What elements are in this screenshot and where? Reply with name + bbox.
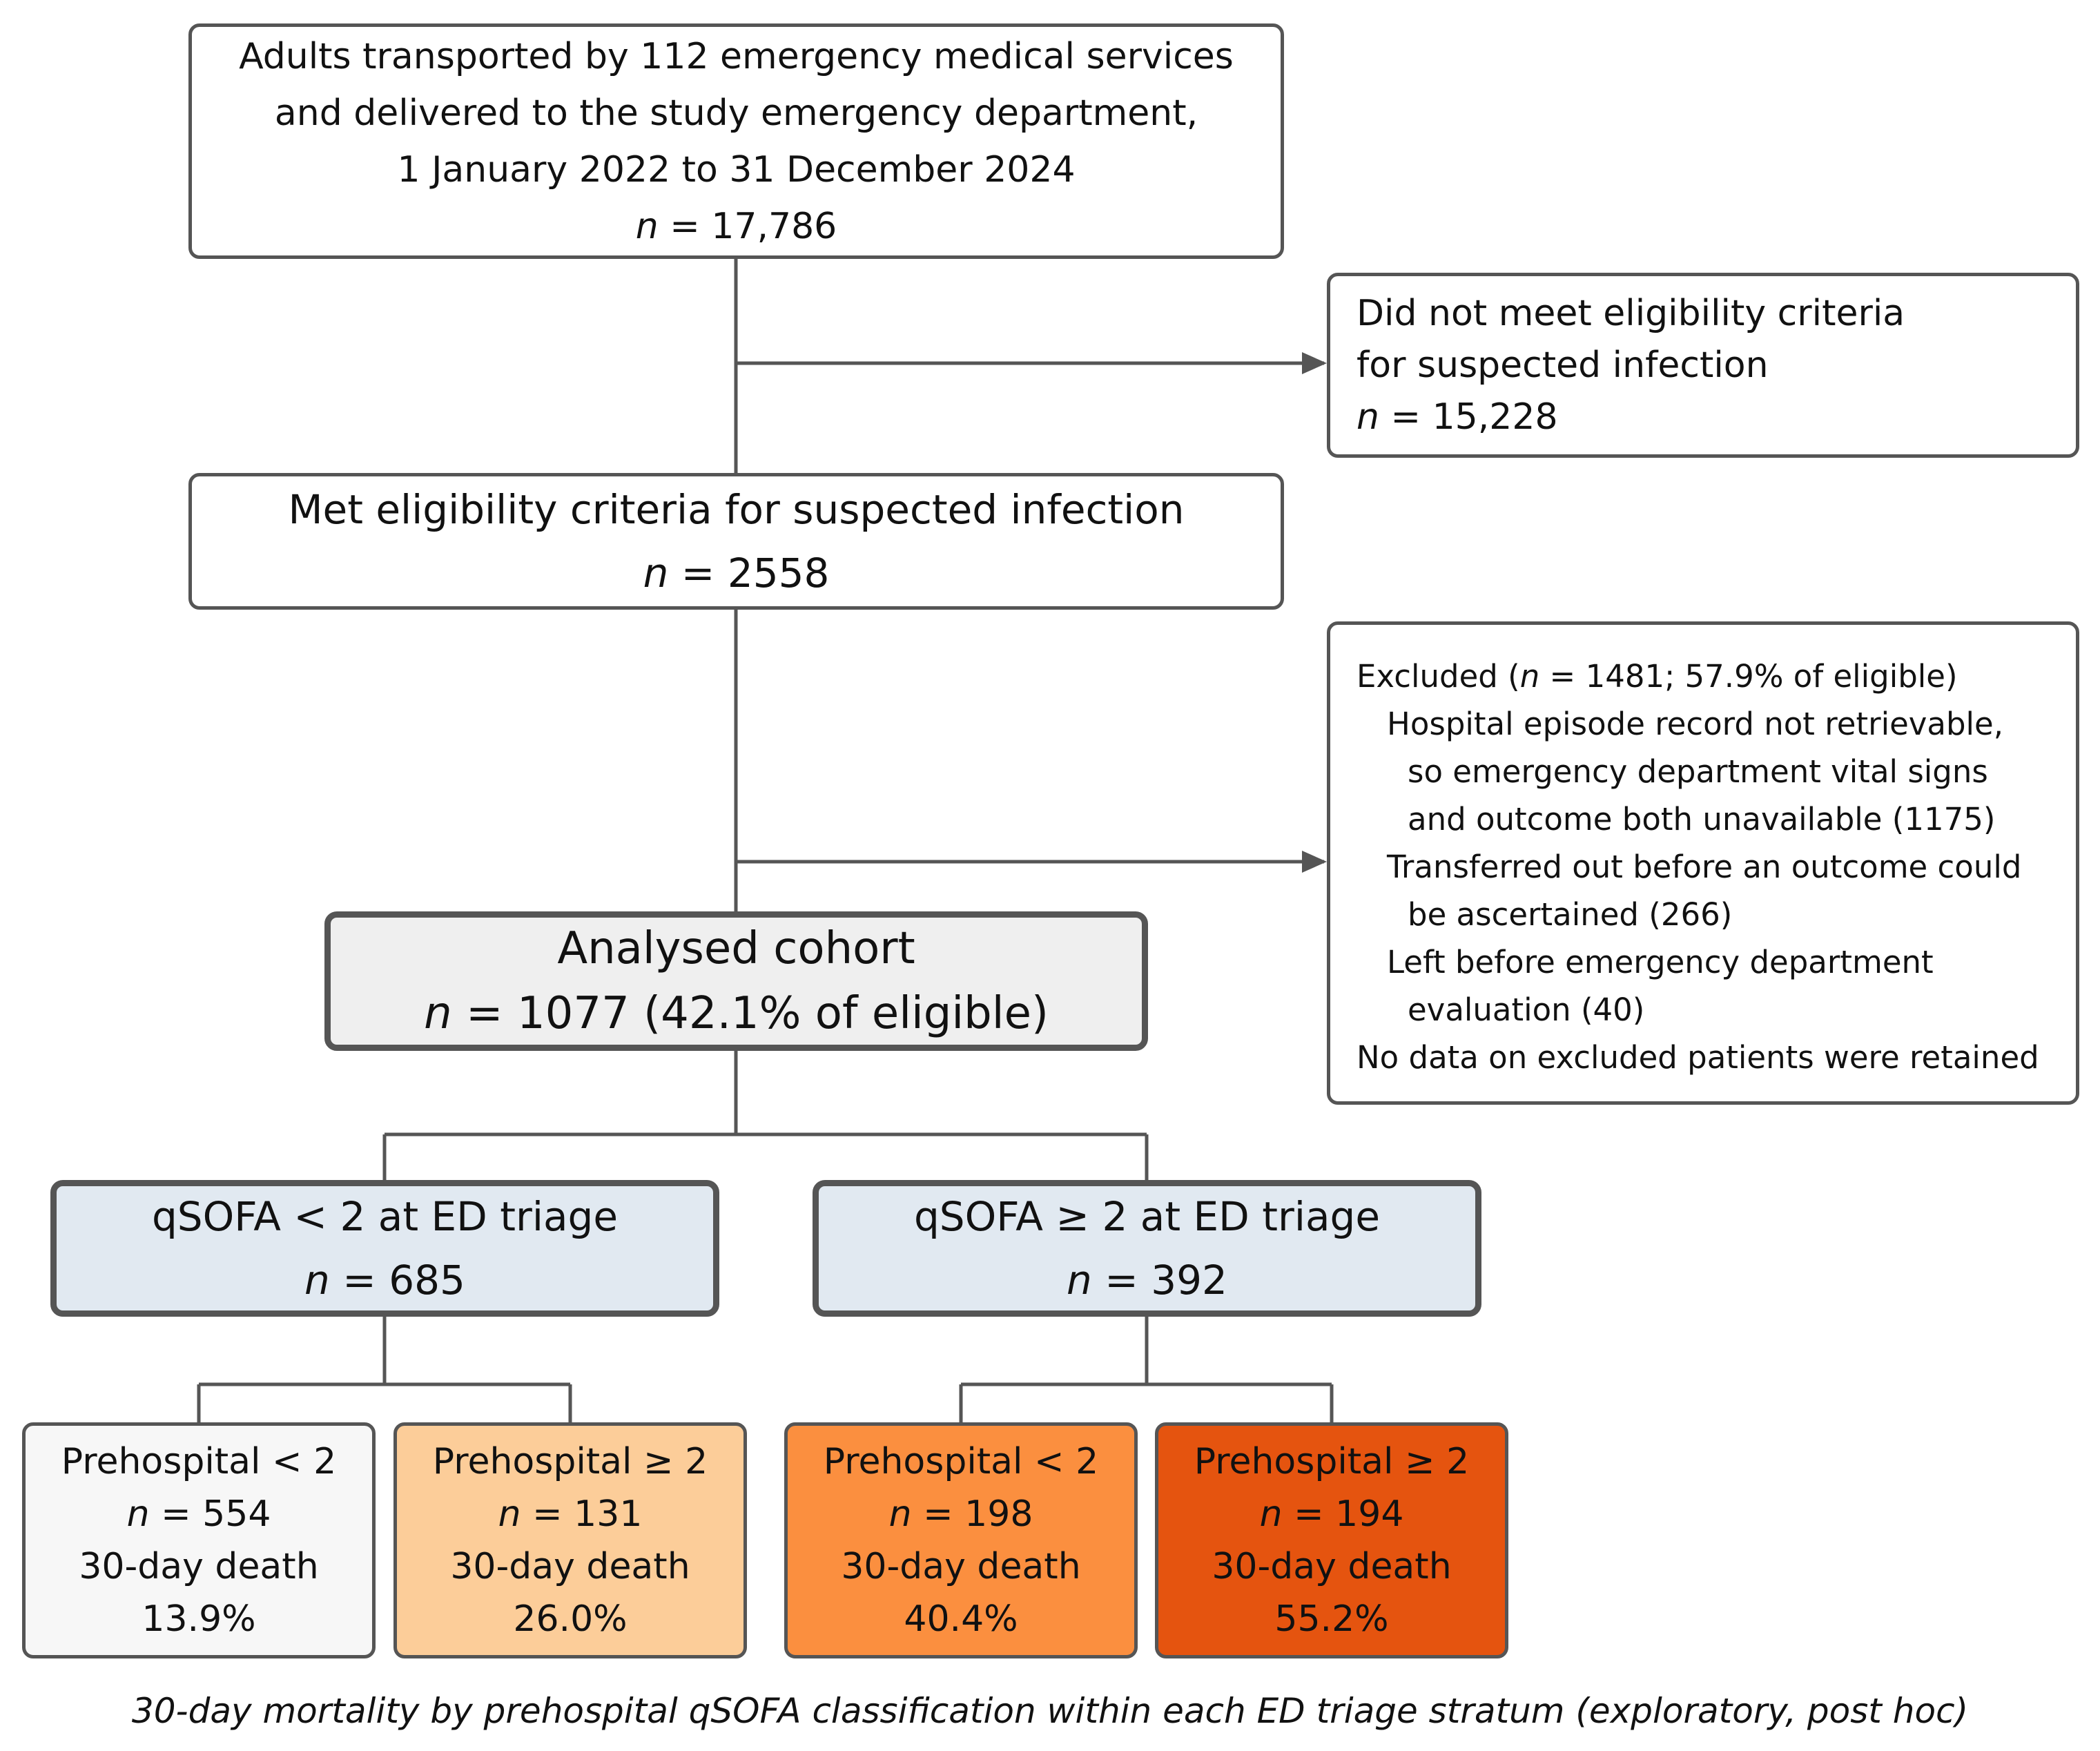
excluded-heading-pre: Excluded ( (1357, 657, 1520, 695)
cell-4-count-value: = 194 (1294, 1493, 1404, 1535)
triage-high-box: qSOFA ≥ 2 at ED triage n = 392 (813, 1180, 1481, 1317)
excluded-heading-post: = 1481; 57.9% of eligible) (1539, 657, 1958, 695)
cell-2-mortality: 26.0% (513, 1598, 628, 1640)
arrowheads (1302, 352, 1327, 873)
n-symbol: n (498, 1493, 521, 1535)
cohort-count-value: = 1077 (42.1% of eligible) (465, 988, 1049, 1039)
cell-triage-high-prehospital-high: Prehospital ≥ 2 n = 194 30-day death 55.… (1155, 1422, 1508, 1658)
n-symbol: n (1259, 1493, 1283, 1535)
cell-4-title: Prehospital ≥ 2 (1194, 1441, 1470, 1482)
n-symbol: n (304, 1257, 330, 1304)
cell-1-title: Prehospital < 2 (61, 1441, 337, 1482)
not-eligible-box: Did not meet eligibility criteria for su… (1327, 273, 2079, 458)
eligible-count: n = 2558 (643, 541, 830, 605)
connector-lines (197, 259, 1334, 1425)
excluded-reason-1-line-3: and outcome both unavailable (1175) (1408, 800, 1996, 838)
excluded-reason-1-line-2: so emergency department vital signs (1408, 753, 1988, 790)
arrowhead-not-eligible (1302, 352, 1327, 374)
not-eligible-count-value: = 15,228 (1390, 396, 1558, 438)
n-symbol: n (1067, 1257, 1092, 1304)
enrolled-box: Adults transported by 112 emergency medi… (188, 23, 1284, 259)
n-symbol: n (424, 988, 452, 1039)
enrolled-line-1: Adults transported by 112 emergency medi… (239, 35, 1234, 77)
excluded-reason-3-line-2: evaluation (40) (1408, 991, 1645, 1028)
cohort-count: n = 1077 (42.1% of eligible) (424, 981, 1049, 1046)
triage-high-count: n = 392 (1067, 1248, 1227, 1312)
cell-2-outcome: 30-day death (450, 1546, 690, 1587)
cell-2-title: Prehospital ≥ 2 (432, 1441, 708, 1482)
cell-3-count: n = 198 (889, 1488, 1033, 1540)
cell-1-count: n = 554 (127, 1488, 271, 1540)
n-symbol: n (1357, 396, 1379, 438)
cell-4-mortality: 55.2% (1274, 1598, 1389, 1640)
triage-high-count-value: = 392 (1105, 1257, 1227, 1304)
figure-caption: 30-day mortality by prehospital qSOFA cl… (131, 1691, 1969, 1731)
cell-3-mortality: 40.4% (904, 1598, 1018, 1640)
excluded-reason-2-line-1: Transferred out before an outcome could (1387, 848, 2022, 885)
not-eligible-line-2: for suspected infection (1357, 344, 1769, 386)
not-eligible-line-1: Did not meet eligibility criteria (1357, 292, 1905, 334)
cell-4-count: n = 194 (1260, 1488, 1404, 1540)
cell-2-count-value: = 131 (532, 1493, 643, 1535)
n-symbol: n (888, 1493, 912, 1535)
excluded-heading: Excluded (n = 1481; 57.9% of eligible) (1357, 652, 1958, 700)
analysed-cohort-box: Analysed cohort n = 1077 (42.1% of eligi… (324, 911, 1148, 1051)
excluded-box: Excluded (n = 1481; 57.9% of eligible) H… (1327, 621, 2079, 1105)
cohort-title: Analysed cohort (557, 923, 915, 974)
triage-low-title: qSOFA < 2 at ED triage (151, 1193, 618, 1240)
cell-4-outcome: 30-day death (1212, 1546, 1452, 1587)
triage-low-box: qSOFA < 2 at ED triage n = 685 (50, 1180, 719, 1317)
excluded-reason-1-line-1: Hospital episode record not retrievable, (1387, 705, 2004, 742)
excluded-note: No data on excluded patients were retain… (1357, 1038, 2039, 1076)
n-symbol: n (635, 205, 659, 247)
eligible-count-value: = 2558 (681, 550, 830, 597)
cell-3-outcome: 30-day death (841, 1546, 1081, 1587)
cell-3-title: Prehospital < 2 (823, 1441, 1099, 1482)
excluded-reason-2-line-2: be ascertained (266) (1408, 896, 1733, 933)
enrolled-line-2: and delivered to the study emergency dep… (274, 92, 1198, 134)
triage-low-count-value: = 685 (342, 1257, 465, 1304)
n-symbol: n (126, 1493, 150, 1535)
triage-low-count: n = 685 (304, 1248, 465, 1312)
cell-1-outcome: 30-day death (79, 1546, 319, 1587)
cell-triage-low-prehospital-high: Prehospital ≥ 2 n = 131 30-day death 26.… (393, 1422, 747, 1658)
cell-2-count: n = 131 (498, 1488, 643, 1540)
arrowhead-excluded (1302, 851, 1327, 873)
enrolled-line-3: 1 January 2022 to 31 December 2024 (397, 148, 1076, 191)
cell-3-count-value: = 198 (923, 1493, 1033, 1535)
n-symbol: n (643, 550, 669, 597)
n-symbol: n (1519, 657, 1540, 695)
eligible-line-1: Met eligibility criteria for suspected i… (288, 486, 1185, 533)
cell-1-count-value: = 554 (161, 1493, 271, 1535)
triage-high-title: qSOFA ≥ 2 at ED triage (913, 1193, 1380, 1240)
enrolled-count-value: = 17,786 (670, 205, 837, 247)
cell-triage-low-prehospital-low: Prehospital < 2 n = 554 30-day death 13.… (22, 1422, 376, 1658)
excluded-reason-3-line-1: Left before emergency department (1387, 943, 1934, 980)
cell-1-mortality: 13.9% (142, 1598, 256, 1640)
cell-triage-high-prehospital-low: Prehospital < 2 n = 198 30-day death 40.… (784, 1422, 1138, 1658)
eligible-box: Met eligibility criteria for suspected i… (188, 473, 1284, 610)
not-eligible-count: n = 15,228 (1357, 391, 1558, 443)
enrolled-count: n = 17,786 (636, 198, 837, 255)
